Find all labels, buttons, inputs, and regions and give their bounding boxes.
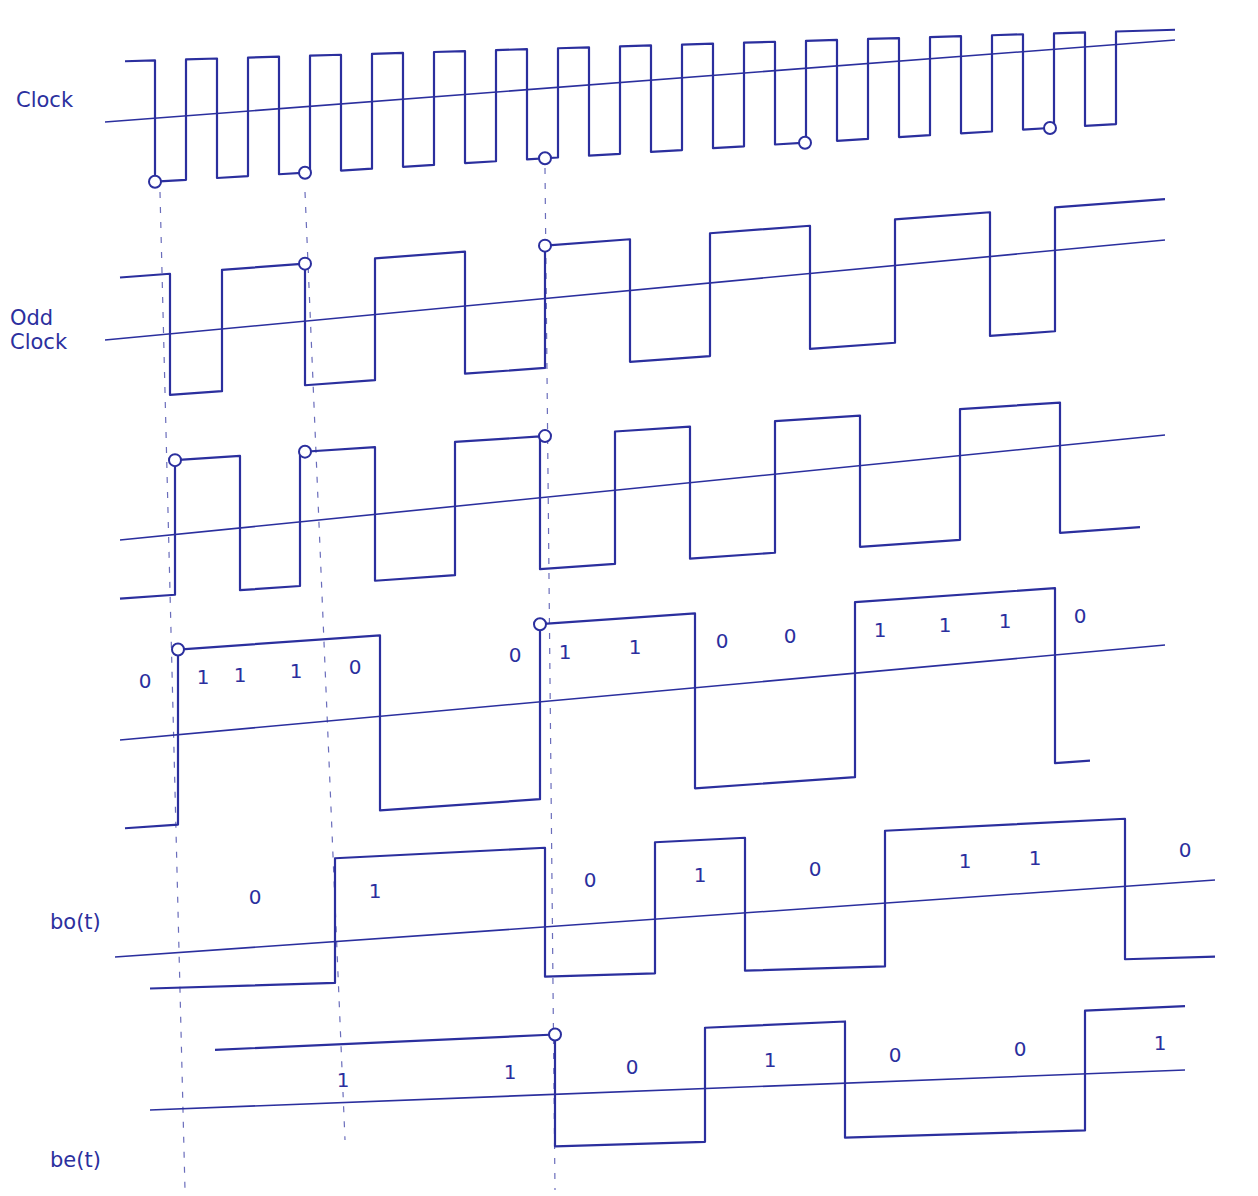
square-waveform xyxy=(125,30,1175,182)
edge-marker xyxy=(539,152,551,164)
bit-value: 1 xyxy=(502,1061,519,1084)
bit-value: 1 xyxy=(195,666,212,689)
bit-value: 1 xyxy=(367,880,384,903)
square-waveform xyxy=(125,588,1090,828)
edge-marker xyxy=(299,446,311,458)
square-waveform xyxy=(150,819,1215,989)
signal-name: Clock xyxy=(14,88,75,112)
time-axis xyxy=(115,880,1215,957)
edge-marker xyxy=(1044,122,1056,134)
edge-marker xyxy=(299,167,311,179)
square-waveform xyxy=(215,1006,1185,1146)
bit-value: 1 xyxy=(627,636,644,659)
edge-marker xyxy=(149,176,161,188)
bit-value: 0 xyxy=(714,630,731,653)
bit-value: 1 xyxy=(997,610,1014,633)
bit-value: 1 xyxy=(557,641,574,664)
bit-value: 1 xyxy=(937,614,954,637)
edge-marker xyxy=(549,1029,561,1041)
bit-value: 1 xyxy=(1027,847,1044,870)
bit-value: 1 xyxy=(1152,1032,1169,1055)
bit-value: 0 xyxy=(782,625,799,648)
bit-value: 0 xyxy=(624,1056,641,1079)
square-waveform xyxy=(120,403,1140,599)
bit-value: 0 xyxy=(807,858,824,881)
edge-marker xyxy=(169,454,181,466)
time-axis xyxy=(120,435,1165,540)
signal-name: be(t) xyxy=(48,1148,103,1172)
bit-value: 1 xyxy=(335,1069,352,1092)
signal-name: Odd Clock xyxy=(8,306,92,354)
bit-value: 0 xyxy=(887,1044,904,1067)
bit-value: 0 xyxy=(247,886,264,909)
bit-value: 0 xyxy=(1072,605,1089,628)
time-axis xyxy=(105,240,1165,340)
time-axis xyxy=(120,645,1165,740)
bit-value: 1 xyxy=(288,660,305,683)
bit-value: 1 xyxy=(762,1049,779,1072)
edge-marker xyxy=(799,137,811,149)
edge-marker xyxy=(299,258,311,270)
guide-line xyxy=(305,192,345,1140)
bit-value: 0 xyxy=(137,670,154,693)
signal-name: bo(t) xyxy=(48,910,103,934)
edge-marker xyxy=(534,618,546,630)
edge-marker xyxy=(539,240,551,252)
bit-value: 0 xyxy=(347,656,364,679)
bit-value: 1 xyxy=(232,664,249,687)
bit-value: 0 xyxy=(582,869,599,892)
bit-value: 1 xyxy=(957,850,974,873)
time-axis xyxy=(150,1070,1185,1110)
guide-line xyxy=(160,192,185,1190)
bit-value: 0 xyxy=(507,644,524,667)
time-axis xyxy=(105,40,1175,122)
bit-value: 1 xyxy=(692,864,709,887)
bit-value: 1 xyxy=(872,619,889,642)
edge-marker xyxy=(539,430,551,442)
bit-value: 0 xyxy=(1177,839,1194,862)
square-waveform xyxy=(120,199,1165,395)
bit-value: 0 xyxy=(1012,1038,1029,1061)
edge-marker xyxy=(172,644,184,656)
